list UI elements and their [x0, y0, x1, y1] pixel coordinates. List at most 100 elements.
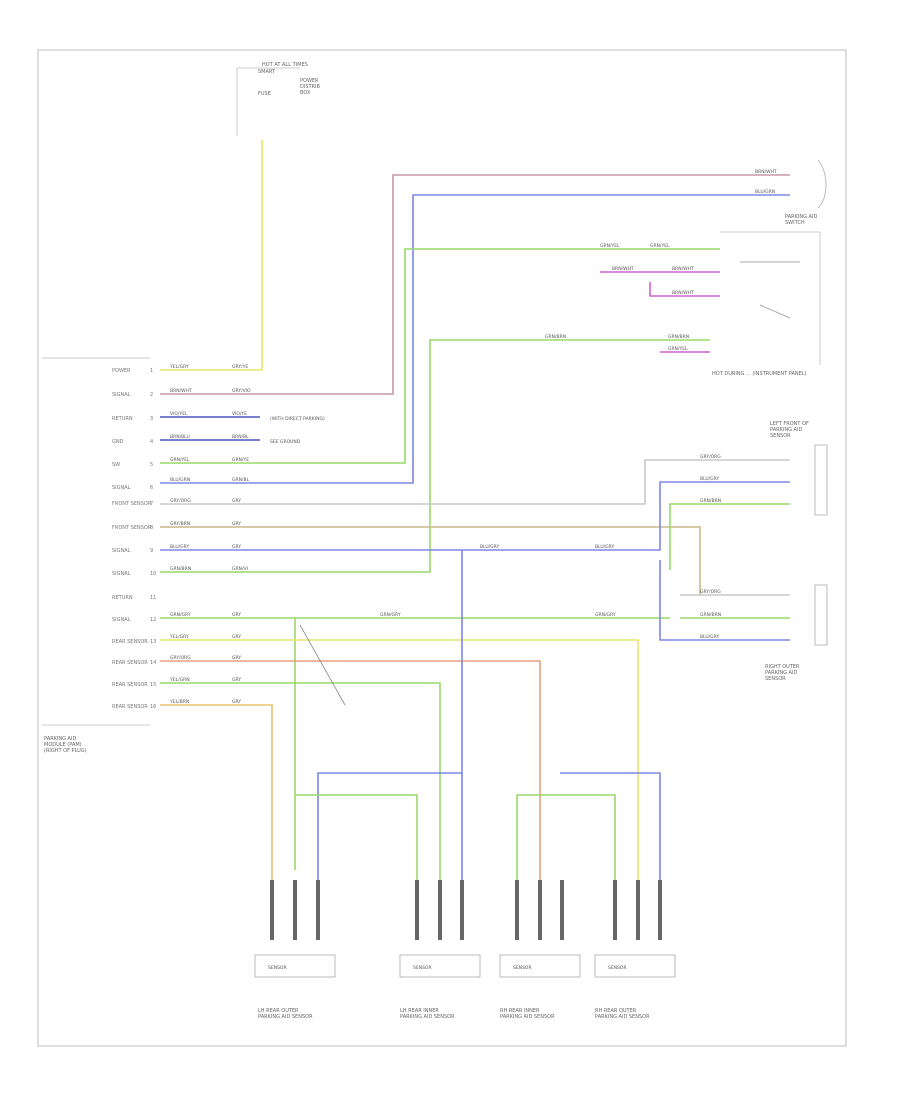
- svg-text:YEL/GRY: YEL/GRY: [169, 364, 189, 370]
- svg-text:FUSE: FUSE: [258, 91, 271, 97]
- svg-text:VIO/YE: VIO/YE: [232, 411, 247, 417]
- svg-text:GRN/BL: GRN/BL: [232, 477, 250, 483]
- svg-text:GRN/YEL: GRN/YEL: [170, 457, 190, 463]
- svg-text:SIGNAL: SIGNAL: [112, 571, 131, 577]
- svg-text:FRONT SENSOR: FRONT SENSOR: [112, 501, 152, 507]
- svg-text:SENSOR: SENSOR: [770, 433, 791, 439]
- svg-text:7: 7: [150, 501, 153, 507]
- rear-sensor-1: SENSOR LH REAR OUTER PARKING AID SENSOR: [254, 954, 336, 1020]
- svg-text:GRY/ORG: GRY/ORG: [170, 655, 191, 661]
- svg-text:BLU/GRY: BLU/GRY: [170, 544, 190, 550]
- svg-text:LEFT FRONT OF: LEFT FRONT OF: [770, 421, 809, 427]
- wire-right-sensor-gray: GRY/ORG GRN/BRN: [680, 589, 790, 619]
- svg-text:BRN/WHT: BRN/WHT: [672, 266, 694, 272]
- svg-text:GRY/ORG: GRY/ORG: [170, 498, 191, 504]
- svg-text:9: 9: [150, 548, 153, 554]
- svg-text:SWITCH: SWITCH: [785, 220, 805, 226]
- svg-text:BLU/GRN: BLU/GRN: [170, 477, 190, 483]
- svg-text:SIGNAL: SIGNAL: [112, 392, 131, 398]
- svg-text:YEL/GRY: YEL/GRY: [169, 634, 189, 640]
- module-pin-numbers: 1 2 3 4 5 6 7 8 9 10 11 12 13 14 15 16: [150, 368, 156, 710]
- svg-text:13: 13: [150, 639, 156, 645]
- svg-text:GND: GND: [112, 439, 124, 445]
- svg-text:SENSOR: SENSOR: [513, 965, 532, 971]
- wire-front-sensor-tan: GRY/BRN GRY: [160, 521, 701, 595]
- svg-text:SENSOR: SENSOR: [765, 676, 786, 682]
- svg-text:BOX: BOX: [300, 90, 311, 96]
- svg-text:GRN/YEL: GRN/YEL: [600, 243, 620, 249]
- svg-text:PARKING AID: PARKING AID: [785, 214, 817, 220]
- wire-rear-amber: YEL/BRN GRY: [160, 699, 273, 880]
- svg-text:GRN/YEL: GRN/YEL: [668, 346, 688, 352]
- svg-text:DISTRIB: DISTRIB: [300, 84, 321, 90]
- svg-text:SENSOR: SENSOR: [413, 965, 432, 971]
- svg-text:PARKING AID SENSOR: PARKING AID SENSOR: [500, 1014, 555, 1020]
- svg-text:BLU/GRY: BLU/GRY: [700, 634, 720, 640]
- right-sensor-front: LEFT FRONT OF PARKING AID SENSOR: [770, 421, 828, 516]
- right-sensor-rear: RIGHT OUTER PARKING AID SENSOR: [765, 584, 828, 682]
- svg-text:(RIGHT OF PLUG): (RIGHT OF PLUG): [44, 748, 87, 754]
- wire-sw-green: GRN/YEL GRN/YE GRN/YEL GRN/YEL: [160, 243, 720, 464]
- svg-text:HOT DURING ... (INSTRUMENT PAN: HOT DURING ... (INSTRUMENT PANEL): [712, 371, 807, 377]
- svg-text:8: 8: [150, 525, 153, 531]
- svg-text:6: 6: [150, 485, 153, 491]
- svg-text:2: 2: [150, 392, 153, 398]
- svg-text:PARKING AID: PARKING AID: [770, 427, 802, 433]
- wire-green-3: GRN/BRN: [669, 498, 790, 570]
- svg-text:BRN/WHT: BRN/WHT: [170, 388, 192, 394]
- svg-text:BRN/BL: BRN/BL: [232, 434, 249, 440]
- wire-signal-green-2: GRN/BRN GRN/VI GRN/BRN GRN/BRN: [160, 334, 710, 573]
- svg-text:SIGNAL: SIGNAL: [112, 548, 131, 554]
- svg-text:GRN/BRN: GRN/BRN: [170, 566, 191, 572]
- svg-text:RETURN: RETURN: [112, 416, 133, 422]
- svg-text:GRN/BRN: GRN/BRN: [668, 334, 689, 340]
- wire-magenta: BRN/WHT BRN/WHT BRN/WHT: [600, 266, 720, 297]
- wire-power-yellow: YEL/GRY GRY/YE: [160, 140, 263, 371]
- svg-text:GRN/GRY: GRN/GRY: [170, 612, 191, 618]
- wire-return-darkblue: VIO/YEL VIO/YE BRN/BLU BRN/BL (WITH DIRE…: [160, 411, 325, 445]
- svg-text:SIGNAL: SIGNAL: [112, 485, 131, 491]
- svg-text:SEE GROUND: SEE GROUND: [270, 439, 301, 445]
- svg-text:RETURN: RETURN: [112, 595, 133, 601]
- svg-text:12: 12: [150, 617, 156, 623]
- svg-text:GRN/GRY: GRN/GRY: [595, 612, 616, 618]
- svg-text:FRONT SENSOR: FRONT SENSOR: [112, 525, 152, 531]
- wire-rear-yellow: YEL/GRY GRY: [160, 634, 639, 880]
- wire-signal-blue: BLU/GRN GRN/BL BLU/GRN: [160, 189, 790, 484]
- svg-text:(WITH DIRECT PARKING): (WITH DIRECT PARKING): [270, 416, 325, 422]
- svg-text:GRN/YE: GRN/YE: [232, 457, 249, 463]
- wire-signal-blue-2: BLU/GRY GRY BLU/GRY BLU/GRY BLU/GRY: [160, 476, 790, 551]
- svg-text:GRN/GRY: GRN/GRY: [380, 612, 401, 618]
- wire-rear-orange: GRY/ORG GRY: [160, 655, 541, 880]
- svg-text:BRN/WHT: BRN/WHT: [612, 266, 634, 272]
- svg-text:GRY: GRY: [232, 521, 241, 527]
- svg-text:BLU/GRY: BLU/GRY: [595, 544, 615, 550]
- svg-text:REAR SENSOR: REAR SENSOR: [112, 639, 148, 645]
- svg-text:BRN/BLU: BRN/BLU: [170, 434, 190, 440]
- svg-text:PARKING AID: PARKING AID: [44, 736, 76, 742]
- svg-text:REAR SENSOR: REAR SENSOR: [112, 704, 148, 710]
- rear-sensor-2: SENSOR LH REAR INNER PARKING AID SENSOR: [399, 954, 481, 1020]
- svg-text:GRY: GRY: [232, 655, 241, 661]
- rear-sensor-4: SENSOR RH REAR OUTER PARKING AID SENSOR: [594, 954, 676, 1020]
- svg-text:GRN/BRN: GRN/BRN: [700, 612, 721, 618]
- rear-sensor-3: SENSOR RH REAR INNER PARKING AID SENSOR: [499, 954, 581, 1020]
- svg-text:1: 1: [150, 368, 153, 374]
- wire-magenta-2: GRN/YEL: [660, 346, 710, 353]
- svg-text:10: 10: [150, 571, 156, 577]
- wire-front-sensor-gray: GRY/ORG GRY GRY/ORG: [160, 454, 790, 505]
- svg-text:BLU/GRY: BLU/GRY: [480, 544, 500, 550]
- wire-rear-blue-vertical: [317, 550, 661, 880]
- svg-text:GRY: GRY: [232, 634, 241, 640]
- wire-rear-green-shared: [295, 794, 616, 880]
- svg-text:REAR SENSOR: REAR SENSOR: [112, 682, 148, 688]
- svg-text:GRN/BRN: GRN/BRN: [545, 334, 566, 340]
- right-connector-top: PARKING AID SWITCH: [785, 159, 827, 226]
- svg-text:LH REAR INNER: LH REAR INNER: [400, 1008, 439, 1014]
- svg-text:PARKING AID SENSOR: PARKING AID SENSOR: [258, 1014, 313, 1020]
- diagram-frame: [37, 49, 847, 1047]
- svg-text:POWER: POWER: [300, 78, 319, 84]
- wire-signal-pink: BRN/WHT GRY/VIO BRN/WHT: [160, 169, 790, 395]
- svg-text:LH REAR OUTER: LH REAR OUTER: [258, 1008, 299, 1014]
